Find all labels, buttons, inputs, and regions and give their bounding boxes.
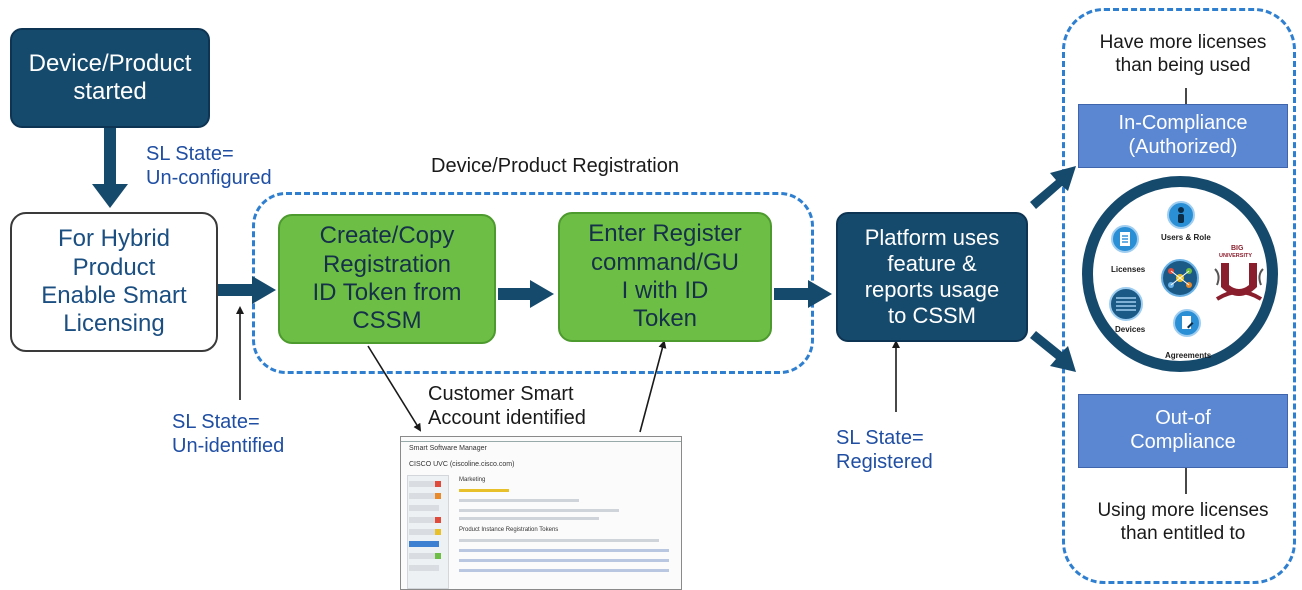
shot-side-row (409, 541, 439, 547)
arrow-create-to-enter (498, 280, 554, 308)
shot-content-line (459, 559, 669, 562)
thick-arrows (92, 128, 1076, 372)
smart-account-circle: Users & Role Licenses Devices Agreements… (1082, 176, 1278, 372)
shot-account: CISCO UVC (ciscoline.cisco.com) (409, 461, 515, 468)
shot-status-chip (435, 517, 441, 523)
network-hub-icon (1161, 259, 1199, 297)
shot-side-row (409, 493, 439, 499)
big-university-logo: BIG UNIVERSITY U (1211, 245, 1267, 307)
shot-side-row (409, 553, 439, 559)
shot-content-line (459, 569, 669, 572)
devices-label: Devices (1115, 325, 1146, 334)
shot-topline (401, 441, 681, 442)
arrow-down-started (92, 128, 128, 208)
shot-table-title: Product Instance Registration Tokens (459, 527, 559, 533)
state-registered: SL State= Registered (836, 427, 933, 473)
shot-content-line (459, 517, 599, 520)
licenses-icon (1111, 225, 1139, 253)
shot-content-line (459, 489, 509, 492)
out-compliance-box: Out-of Compliance (1078, 394, 1288, 468)
devices-icon (1109, 287, 1143, 321)
users-role-label: Users & Role (1161, 233, 1211, 242)
shot-section: Marketing (459, 477, 486, 483)
arrow-hybrid-to-create (218, 276, 276, 304)
shot-status-chip (435, 529, 441, 535)
shot-content-line (459, 509, 619, 512)
shot-side-row (409, 529, 439, 535)
in-compliance-box: In-Compliance (Authorized) (1078, 104, 1288, 168)
device-started-box: Device/Product started (10, 28, 210, 128)
logo-university-text: UNIVERSITY (1219, 253, 1253, 259)
smart-software-manager-screenshot: Smart Software Manager CISCO UVC (ciscol… (400, 436, 682, 590)
shot-side-row (409, 565, 439, 571)
shot-status-chip (435, 481, 441, 487)
create-token-box: Create/Copy Registration ID Token from C… (278, 214, 496, 344)
shot-status-chip (435, 553, 441, 559)
shot-content-line (459, 539, 659, 542)
shot-side-row (409, 481, 439, 487)
customer-account-label: Customer Smart Account identified (428, 383, 586, 429)
registration-title: Device/Product Registration (431, 155, 679, 177)
logo-big-text: BIG (1231, 245, 1244, 252)
licenses-label: Licenses (1111, 265, 1146, 274)
arrow-enter-to-platform (774, 280, 832, 308)
arrow-create-to-shot (367, 345, 422, 432)
arrow-shot-to-enter (639, 340, 667, 433)
arrow-to-in-compliance (1030, 166, 1076, 209)
compliance-group (1062, 8, 1296, 584)
hybrid-licensing-box: For Hybrid Product Enable Smart Licensin… (10, 212, 218, 352)
logo-letter: U (1232, 269, 1243, 285)
platform-box: Platform uses feature & reports usage to… (836, 212, 1028, 342)
shot-content-line (459, 499, 579, 502)
shot-side-row (409, 505, 439, 511)
state-unconfigured: SL State= Un-configured (146, 143, 272, 189)
arrow-to-out-compliance (1030, 331, 1076, 372)
shot-content-line (459, 549, 669, 552)
shot-side-row (409, 517, 439, 523)
agreements-label: Agreements (1165, 351, 1212, 360)
using-more-label: Using more licenses than entitled to (1097, 500, 1269, 544)
state-unidentified: SL State= Un-identified (172, 411, 285, 457)
users-role-icon (1167, 201, 1195, 229)
more-licenses-label: Have more licenses than being used (1099, 32, 1267, 76)
shot-header: Smart Software Manager (409, 445, 487, 452)
enter-register-box: Enter Register command/GU I with ID Toke… (558, 212, 772, 342)
agreements-icon (1173, 309, 1201, 337)
shot-status-chip (435, 493, 441, 499)
